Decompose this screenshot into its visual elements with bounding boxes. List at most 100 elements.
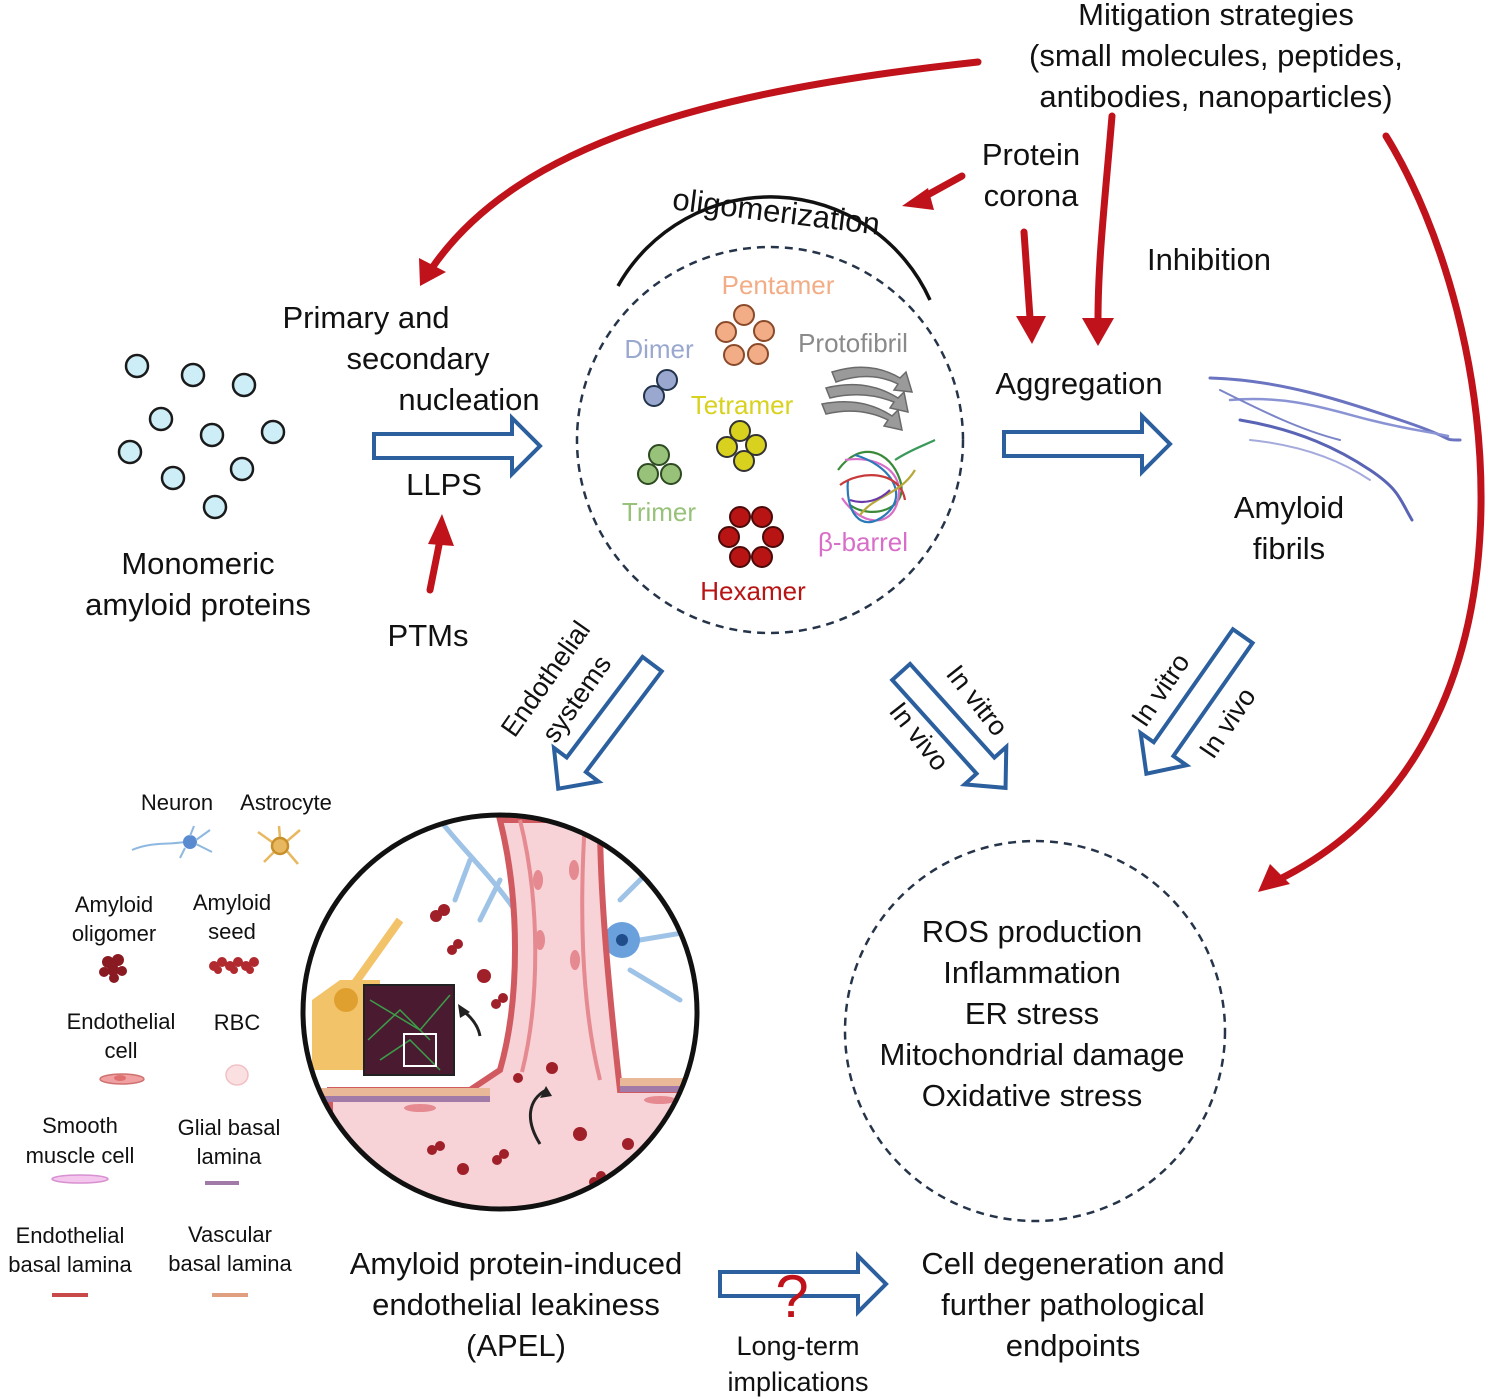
endothelial-basal-lamina-icon (52, 1293, 88, 1297)
effect-item: Mitochondrial damage (879, 1037, 1184, 1072)
protofibril-label: Protofibril (798, 328, 908, 358)
effect-item: ER stress (965, 996, 1099, 1031)
dimer-shape (643, 369, 678, 407)
arrow-in-vitro-right (1138, 626, 1256, 777)
legend-astrocyte-label: Astrocyte (240, 790, 332, 815)
vascular-basal-lamina-icon (212, 1293, 248, 1297)
amyloid-seed-icon (209, 957, 259, 974)
glial-basal-lamina-icon (205, 1181, 239, 1185)
legend-seed-line-1: Amyloid (193, 890, 271, 915)
monomer (160, 465, 186, 491)
arrow-question (718, 1251, 889, 1317)
monomer-cluster (117, 353, 286, 520)
monomer (148, 406, 174, 432)
protein-corona-label: Protein corona (982, 137, 1080, 213)
legend-vascular-basal-line-1: Vascular (188, 1222, 272, 1247)
pentamer-label: Pentamer (722, 270, 835, 300)
tetramer-label: Tetramer (691, 390, 794, 420)
red-arrows (426, 58, 1485, 884)
dimer-label: Dimer (624, 334, 694, 364)
degeneration-line-1: Cell degeneration and (921, 1246, 1224, 1281)
vessel-wall (327, 817, 697, 1209)
longterm-line-1: Long-term (736, 1331, 859, 1361)
monomer (117, 439, 143, 465)
hexamer-shape (718, 506, 784, 568)
amyloid-fibrils-label: Amyloid fibrils (1234, 490, 1344, 566)
beta-barrel-label: β-barrel (818, 527, 908, 557)
amyloid-fibrils-image (1208, 376, 1462, 522)
legend-endothelial-cell-line-2: cell (104, 1038, 137, 1063)
arrowhead-inhibition-aggregation (1082, 318, 1114, 346)
beta-barrel-shape (837, 439, 936, 524)
apel-illustration (303, 815, 697, 1209)
protein-corona-line-2: corona (984, 178, 1080, 213)
effect-item: ROS production (922, 914, 1143, 949)
question-mark: ? (775, 1263, 808, 1330)
nucleation-line-1: Primary and (282, 300, 449, 335)
nucleation-label: Primary and secondary nucleation (282, 300, 539, 417)
monomeric-label: Monomeric amyloid proteins (85, 546, 311, 622)
monomer (199, 422, 225, 448)
legend-glial-basal-line-2: lamina (197, 1144, 263, 1169)
legend-icons (51, 825, 301, 1297)
arrow-in-vitro-mid (889, 661, 1009, 791)
protein-corona-line-1: Protein (982, 137, 1080, 172)
arrow-llps (372, 413, 543, 479)
degeneration-label: Cell degeneration and further pathologic… (921, 1246, 1224, 1363)
legend-seed-line-2: seed (208, 919, 256, 944)
legend-vascular-basal-line-2: basal lamina (168, 1251, 292, 1276)
apel-line-1: Amyloid protein-induced (350, 1246, 683, 1281)
longterm-label: Long-term implications (727, 1331, 868, 1397)
neuron-icon (131, 825, 213, 859)
amyloid-fibrils-line-2: fibrils (1253, 531, 1325, 566)
arrow-ptms-to-llps (426, 536, 444, 594)
apel-label: Amyloid protein-induced endothelial leak… (350, 1246, 683, 1363)
effects-circle (843, 839, 1227, 1223)
degeneration-line-3: endpoints (1006, 1328, 1140, 1363)
monomer (180, 362, 206, 388)
oligomer-circle (575, 245, 965, 635)
nucleation-line-3: nucleation (398, 382, 539, 417)
longterm-line-2: implications (727, 1367, 868, 1397)
rbc-icon (225, 1064, 249, 1086)
legend-oligomer-line-2: oligomer (72, 921, 156, 946)
apel-line-3: (APEL) (466, 1328, 566, 1363)
mitigation-line-3: antibodies, nanoparticles) (1039, 79, 1392, 114)
aggregation-label: Aggregation (995, 366, 1162, 401)
effect-item: Oxidative stress (922, 1078, 1143, 1113)
tetramer-shape (716, 420, 767, 472)
legend-oligomer-line-1: Amyloid (75, 892, 153, 917)
legend-endo-basal-line-2: basal lamina (8, 1252, 132, 1277)
arrowhead-nucleation (419, 258, 446, 286)
trimer-shape (637, 444, 682, 485)
arrow-mitigation-to-nucleation (428, 58, 982, 272)
legend-neuron-label: Neuron (141, 790, 213, 815)
monomeric-line-1: Monomeric (121, 546, 274, 581)
amyloid-fibrils-line-1: Amyloid (1234, 490, 1344, 525)
llps-label: LLPS (406, 467, 482, 502)
legend-glial-basal-line-1: Glial basal (178, 1115, 281, 1140)
monomer (229, 456, 255, 482)
apel-line-2: endothelial leakiness (372, 1287, 660, 1322)
arrowhead-effects (1258, 864, 1290, 892)
legend-rbc-label: RBC (214, 1010, 261, 1035)
legend-endo-basal-line-1: Endothelial (16, 1223, 125, 1248)
astrocyte-icon (257, 825, 301, 865)
legend-smooth-muscle-line-1: Smooth (42, 1113, 118, 1138)
effect-item: Inflammation (943, 955, 1120, 990)
arrow-corona-to-aggregation (1020, 228, 1034, 322)
trimer-label: Trimer (622, 497, 696, 527)
inhibition-label: Inhibition (1147, 242, 1271, 277)
oligomerization-label: oligomerization (671, 182, 882, 242)
amyloid-oligomer-icon (99, 954, 127, 983)
degeneration-line-2: further pathological (941, 1287, 1205, 1322)
mitigation-line-2: (small molecules, peptides, (1029, 38, 1403, 73)
oligomer-labels: Pentamer Dimer Protofibril Tetramer Trim… (622, 270, 908, 606)
nucleation-line-2: secondary (346, 341, 490, 376)
oligomerization-arc (616, 195, 932, 301)
hexamer-label: Hexamer (700, 576, 806, 606)
arrow-inhibition-to-aggregation (1094, 112, 1116, 324)
arrow-mitigation-to-effects (1274, 132, 1485, 884)
monomer (124, 353, 150, 379)
arrowhead-oligomerization (902, 188, 934, 210)
